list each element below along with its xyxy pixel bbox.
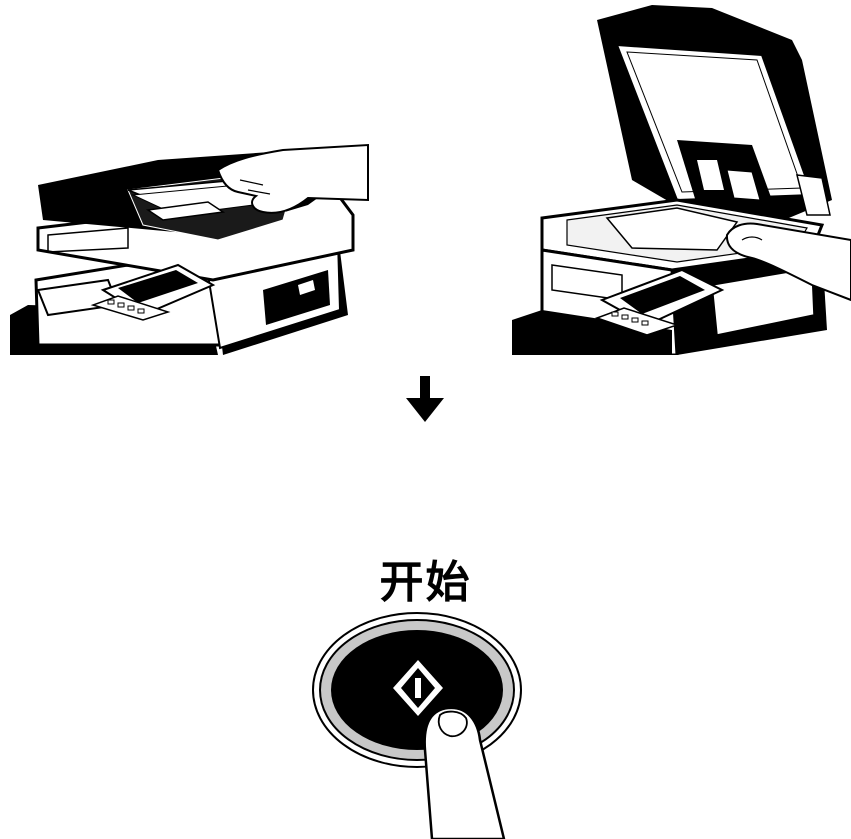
printer-adf-loading-illustration — [10, 143, 369, 355]
start-label: 开始 — [379, 557, 472, 608]
arrow-down-icon — [406, 376, 444, 422]
start-button[interactable] — [300, 610, 540, 839]
printer-platen-glass-illustration — [512, 5, 851, 355]
finger-press-illustration — [423, 706, 506, 839]
start-diamond-icon — [393, 660, 443, 716]
